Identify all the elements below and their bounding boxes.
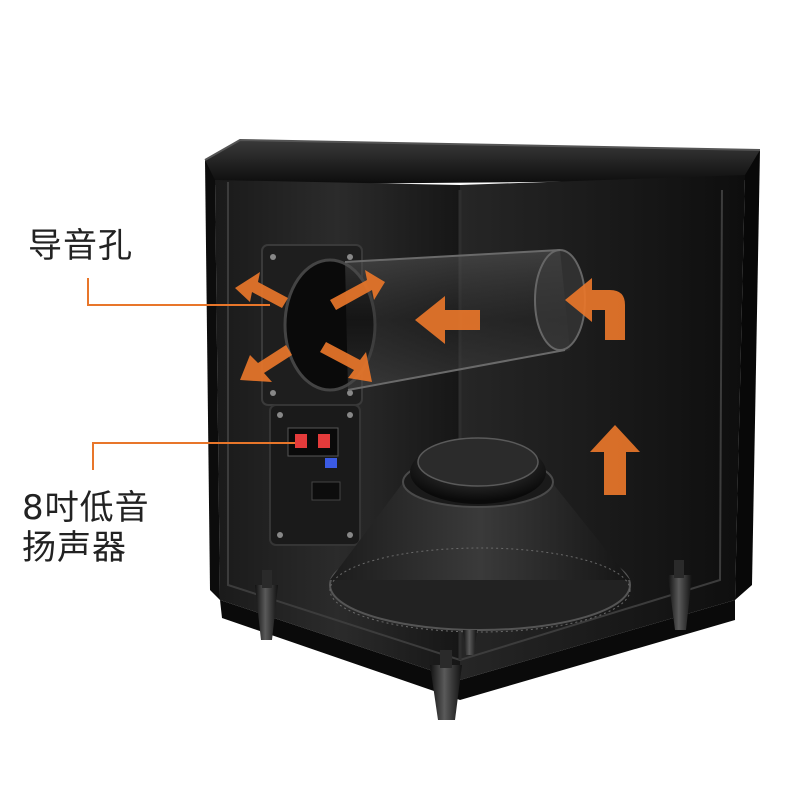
callout-line-port: [87, 278, 270, 306]
arrow-icon: [240, 345, 292, 382]
port-label: 导音孔: [28, 226, 133, 266]
arrow-icon: [590, 425, 640, 495]
arrow-icon: [330, 270, 385, 310]
arrow-icon: [320, 342, 372, 382]
callout-lines: [87, 278, 295, 470]
driver-label-line2: 扬声器: [22, 528, 127, 568]
woofer-driver: [329, 437, 631, 633]
terminal-plate: [269, 404, 361, 546]
airflow-arrows: [235, 270, 640, 495]
driver-label-line1: 8吋低音: [22, 488, 150, 528]
arrow-icon: [565, 278, 625, 340]
arrow-icon: [415, 296, 480, 344]
spike-feet: [255, 560, 692, 720]
callout-line-driver: [92, 442, 295, 470]
driver-label: 8吋低音 扬声器: [22, 488, 150, 568]
arrow-icon: [235, 272, 288, 308]
